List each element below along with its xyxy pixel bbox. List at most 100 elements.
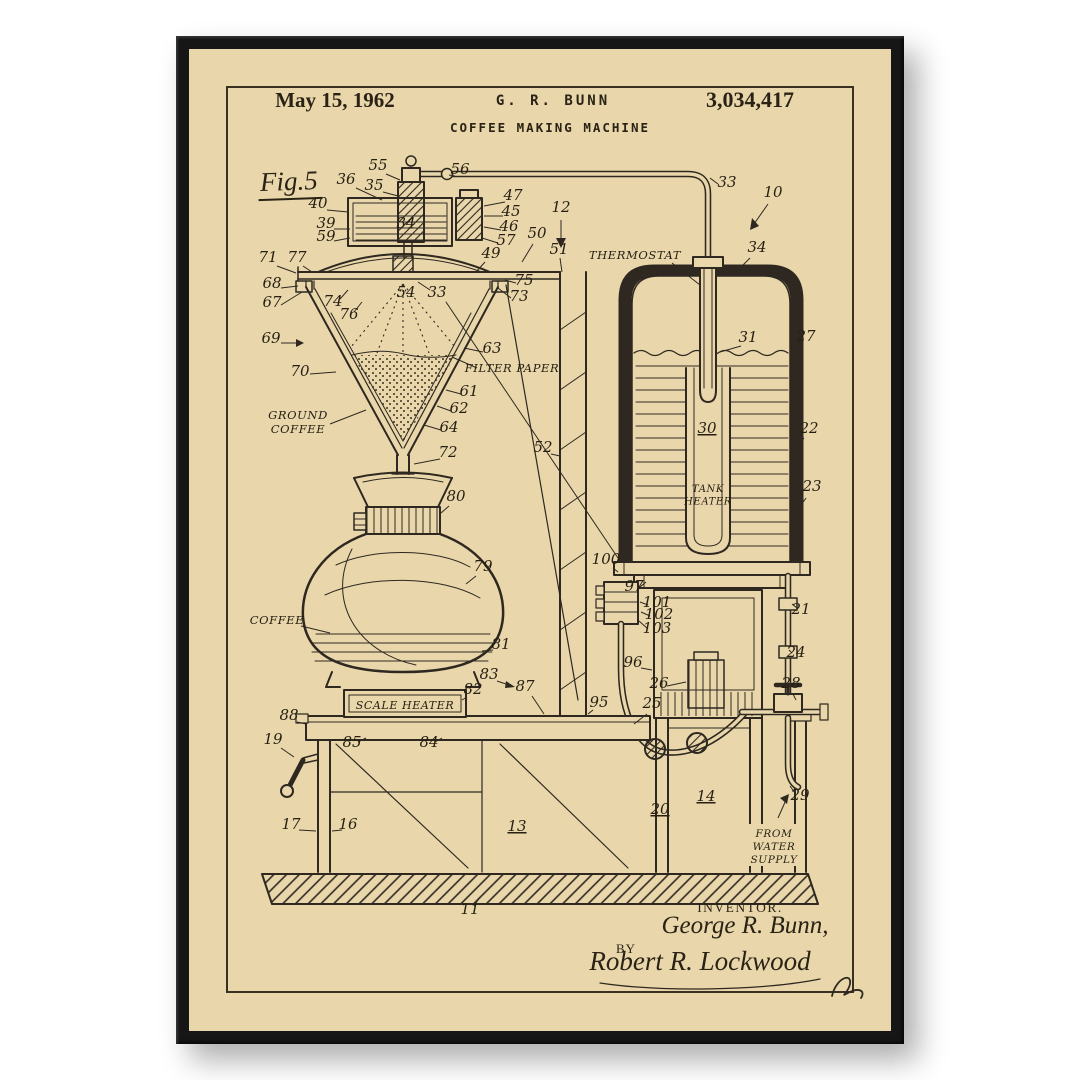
ref-numeral-54: 54 bbox=[396, 283, 415, 301]
leader-line bbox=[280, 285, 299, 289]
ref-numeral-97: 97 bbox=[624, 577, 644, 595]
leader-line bbox=[587, 709, 594, 715]
ref-numeral-51: 51 bbox=[549, 240, 568, 258]
leader-line bbox=[791, 603, 798, 609]
ref-numeral-75: 75 bbox=[514, 271, 533, 289]
ref-numeral-31: 31 bbox=[738, 328, 757, 346]
ref-numeral-79: 79 bbox=[473, 557, 493, 575]
ref-numeral-88: 88 bbox=[279, 706, 298, 724]
leader-line bbox=[483, 226, 502, 231]
ref-numeral-40: 40 bbox=[307, 194, 328, 212]
ref-numeral-100: 100 bbox=[592, 550, 621, 568]
ref-numeral-12: 12 bbox=[551, 198, 570, 216]
ref-numeral-71: 71 bbox=[258, 248, 277, 266]
base-slab bbox=[261, 873, 819, 905]
ref-numeral-34: 34 bbox=[396, 214, 415, 232]
ref-numeral-103: 103 bbox=[643, 619, 672, 637]
ref-numeral-21: 21 bbox=[790, 600, 810, 618]
ref-numeral-69: 69 bbox=[261, 329, 281, 347]
ref-numeral-34: 34 bbox=[747, 238, 766, 256]
patent-title: COFFEE MAKING MACHINE bbox=[449, 120, 651, 135]
pedestal bbox=[653, 589, 763, 719]
ref-numeral-73: 73 bbox=[509, 287, 528, 305]
filter-funnel bbox=[305, 280, 499, 475]
ref-numeral-28: 28 bbox=[780, 674, 800, 692]
ref-numeral-19: 19 bbox=[263, 730, 283, 748]
leader-line bbox=[339, 289, 349, 300]
leader-line bbox=[382, 191, 399, 197]
ref-numeral-64: 64 bbox=[439, 418, 458, 436]
poster-paper bbox=[189, 49, 891, 1031]
leader-line bbox=[385, 173, 401, 181]
support-column bbox=[505, 271, 587, 717]
leader-line bbox=[331, 829, 343, 832]
leader-line bbox=[280, 747, 295, 758]
leader-line bbox=[309, 371, 337, 375]
ref-numeral-76: 76 bbox=[339, 305, 359, 323]
part-label-thermostat: THERMOSTAT bbox=[589, 248, 682, 262]
figure-label: Fig.5 bbox=[257, 164, 323, 202]
ref-numeral-61: 61 bbox=[459, 382, 478, 400]
ref-numeral-56: 56 bbox=[450, 160, 470, 178]
leader-line bbox=[633, 713, 648, 725]
leader-line bbox=[740, 257, 751, 268]
leader-line bbox=[796, 345, 802, 351]
leader-line bbox=[612, 567, 619, 573]
leader-line bbox=[639, 581, 647, 588]
leader-line bbox=[531, 695, 545, 715]
leader-line bbox=[461, 696, 468, 701]
ref-numeral-102: 102 bbox=[645, 605, 674, 623]
ref-numeral-36: 36 bbox=[336, 170, 356, 188]
ref-numeral-74: 74 bbox=[323, 292, 342, 310]
leader-line bbox=[789, 785, 796, 794]
leader-line bbox=[639, 601, 649, 606]
monogram-signature bbox=[831, 976, 864, 999]
leader-line bbox=[788, 649, 793, 654]
leader-line bbox=[355, 187, 383, 201]
ref-numeral-11: 11 bbox=[460, 900, 479, 918]
leader-line bbox=[465, 575, 477, 585]
leader-line bbox=[550, 453, 561, 457]
ref-numeral-72: 72 bbox=[438, 443, 457, 461]
ref-numeral-17: 17 bbox=[281, 815, 301, 833]
ref-numeral-87: 87 bbox=[515, 677, 535, 695]
leader-line bbox=[709, 177, 719, 185]
leader-arrows bbox=[281, 203, 789, 819]
ref-numeral-47: 47 bbox=[502, 186, 523, 204]
leader-line bbox=[481, 237, 499, 244]
ref-numeral-96: 96 bbox=[623, 653, 643, 671]
ref-numeral-49: 49 bbox=[480, 244, 501, 262]
thermostat-tube bbox=[692, 256, 724, 403]
leader-line bbox=[448, 174, 456, 177]
ref-numeral-80: 80 bbox=[446, 487, 466, 505]
ref-numeral-24: 24 bbox=[785, 643, 805, 661]
ref-numeral-33: 33 bbox=[427, 283, 446, 301]
ref-numeral-26: 26 bbox=[648, 674, 669, 692]
ref-numeral-85: 85 bbox=[342, 733, 361, 751]
part-label-scale-heater: SCALE HEATER bbox=[356, 699, 455, 712]
leader-line bbox=[326, 209, 349, 213]
ref-numeral-29: 29 bbox=[789, 786, 810, 804]
ref-numeral-59: 59 bbox=[316, 227, 336, 245]
steam-pipe bbox=[416, 170, 712, 266]
leader-line bbox=[666, 681, 687, 687]
ref-numeral-62: 62 bbox=[449, 399, 468, 417]
ref-numeral-70: 70 bbox=[290, 362, 310, 380]
leader-line bbox=[640, 611, 651, 617]
signature-flourish bbox=[599, 978, 821, 990]
ref-numeral-16: 16 bbox=[338, 815, 358, 833]
ref-numeral-77: 77 bbox=[287, 248, 307, 266]
leader-line bbox=[436, 405, 452, 412]
ref-numeral-25: 25 bbox=[641, 694, 661, 712]
ref-numeral-101: 101 bbox=[643, 593, 672, 611]
leader-line bbox=[333, 237, 351, 242]
poster-border-rule bbox=[226, 86, 854, 993]
leader-line bbox=[792, 693, 797, 701]
inventor-label: INVENTOR. bbox=[697, 900, 783, 915]
leader-line bbox=[521, 243, 534, 263]
ref-numeral-50: 50 bbox=[527, 224, 547, 242]
coffee-carafe bbox=[301, 471, 505, 688]
ref-numeral-95: 95 bbox=[589, 693, 608, 711]
